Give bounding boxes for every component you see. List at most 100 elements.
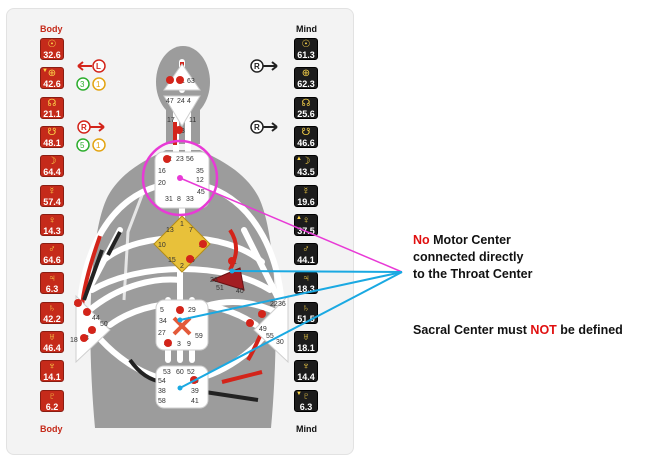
gate-58: 58 [158, 398, 166, 405]
planet-gate-value: 61.3 [297, 50, 315, 60]
gate-1: 1 [180, 221, 184, 228]
variable-tone-1b: 1 [96, 141, 101, 150]
fixing-mark: ▼ [296, 390, 302, 397]
planet-gate-value: 19.6 [297, 196, 315, 207]
annotation-sacral-a: Sacral Center must [413, 323, 531, 337]
solar-plexus-center [253, 294, 289, 364]
annotation-not: NOT [530, 323, 557, 337]
neptune-icon: ♆ [302, 361, 310, 373]
mind-planet-pluto: ▼♇6.3 [294, 389, 318, 412]
pluto-icon: ♇ [302, 390, 310, 402]
body-planet-mercury: ☿57.4 [40, 184, 64, 207]
gate-56: 56 [186, 156, 194, 163]
body-planet-uranus: ♅46.4 [40, 331, 64, 353]
gate-3: 3 [177, 341, 181, 348]
planet-gate-value: 42.2 [43, 313, 61, 324]
fixing-mark: ▲ [296, 214, 302, 221]
variable-arrow-top-left: L 3 1 [76, 59, 106, 91]
planet-gate-value: 51.5 [297, 313, 315, 324]
gate-44: 44 [92, 315, 100, 322]
gate-20: 20 [158, 180, 166, 187]
mind-column-label-bottom: Mind [296, 424, 317, 434]
gate-30: 30 [276, 339, 284, 346]
saturn-icon: ♄ [48, 302, 56, 314]
planet-gate-value: 25.6 [297, 108, 315, 119]
body-planet-earth: ▼⊕42.6 [40, 67, 64, 90]
gate-47: 47 [166, 98, 174, 105]
variable-letter-r-top-right: R [254, 62, 260, 71]
gate-22: 22 [270, 301, 278, 308]
planet-gate-value: 6.2 [45, 401, 59, 412]
gate-59: 59 [195, 333, 203, 340]
gate-54: 54 [158, 378, 166, 385]
variable-color-5: 5 [80, 141, 85, 150]
activated-gate-markers [74, 76, 266, 384]
gate-16: 16 [158, 168, 166, 175]
variable-letter-l: L [96, 62, 101, 71]
g-center [153, 215, 211, 273]
gate-11: 11 [189, 117, 196, 124]
north-node-icon: ☊ [301, 97, 311, 109]
planet-gate-value: 43.5 [297, 167, 315, 178]
planet-gate-value: 42.6 [43, 79, 61, 90]
planet-gate-value: 64.4 [43, 167, 61, 178]
gate-39: 39 [191, 388, 199, 395]
planet-gate-value: 14.1 [43, 372, 61, 383]
body-planet-moon: ☽64.4 [40, 155, 64, 178]
ajna-center [163, 95, 201, 127]
sacral-center [155, 299, 209, 351]
gate-38: 38 [158, 388, 166, 395]
sacral-pointer-line [179, 271, 403, 321]
variable-color-3: 3 [80, 80, 85, 89]
body-planet-south-node: ☋48.1 [40, 125, 64, 148]
south-node-icon: ☋ [47, 126, 57, 138]
gate-26: 26 [210, 277, 218, 284]
body-planet-north-node: ☊21.1 [40, 96, 64, 119]
fixing-mark: ▲ [296, 156, 302, 163]
gate-24: 24 [177, 98, 185, 105]
variable-arrow-bottom-right: R [250, 120, 278, 134]
mind-planet-mercury: ☿19.6 [294, 184, 318, 207]
root-pointer-origin [177, 385, 183, 391]
venus-icon: ♀ [302, 214, 310, 226]
planet-gate-value: 64.6 [43, 255, 61, 266]
venus-icon: ♀ [48, 214, 56, 226]
planet-gate-value: 21.1 [43, 108, 61, 119]
variable-letter-r-left: R [81, 123, 87, 132]
gate-53: 53 [163, 369, 171, 376]
body-planet-venus: ♀14.3 [40, 213, 64, 236]
uranus-icon: ♅ [302, 332, 310, 343]
gate-55: 55 [266, 333, 274, 340]
mind-planet-moon: ▲☽43.5 [294, 155, 318, 178]
gate-50: 50 [100, 321, 108, 328]
planet-gate-value: 57.4 [43, 196, 61, 207]
annotation-connected-directly: connected directly [413, 250, 524, 264]
mind-planet-neptune: ♆14.4 [294, 360, 318, 383]
gate-45: 45 [197, 189, 205, 196]
gate-52: 52 [187, 369, 195, 376]
gate-29: 29 [188, 307, 196, 314]
mind-planet-uranus: ♅18.1 [294, 331, 318, 353]
south-node-icon: ☋ [301, 126, 311, 138]
jupiter-icon: ♃ [48, 273, 56, 285]
planet-gate-value: 18.3 [297, 284, 315, 295]
gate-33: 33 [186, 196, 194, 203]
earth-icon: ⊕ [47, 68, 57, 80]
neptune-icon: ♆ [48, 361, 56, 373]
gate-27: 27 [158, 330, 166, 337]
annotation-no: No [413, 233, 430, 247]
mercury-icon: ☿ [302, 185, 310, 197]
planet-gate-value: 32.6 [43, 50, 61, 60]
uranus-icon: ♅ [48, 332, 56, 343]
body-column-label: Body [40, 24, 63, 34]
gate-17: 17 [167, 117, 175, 124]
gate-7: 7 [189, 227, 193, 234]
planet-gate-value: 46.4 [43, 343, 61, 353]
planet-gate-value: 44.1 [297, 255, 315, 266]
gate-63: 63 [187, 78, 195, 85]
north-node-icon: ☊ [47, 97, 57, 109]
planet-gate-value: 62.3 [297, 79, 315, 90]
planet-gate-value: 6.3 [299, 401, 313, 412]
ego-pointer-origin [229, 268, 235, 274]
